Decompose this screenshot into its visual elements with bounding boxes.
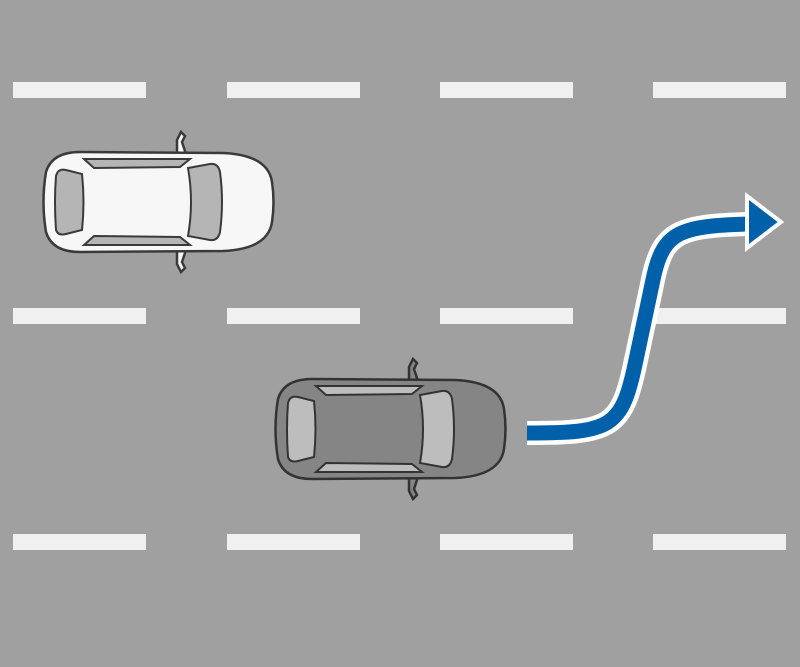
lane-dash xyxy=(13,308,146,324)
car-window xyxy=(313,461,425,473)
moving-grey-car xyxy=(274,356,507,502)
lane-dash xyxy=(13,534,146,550)
arrow-shaft xyxy=(526,216,749,441)
parked-white-car: #car .win{} xyxy=(42,129,275,275)
lane-dash xyxy=(653,308,786,324)
car-window xyxy=(186,162,223,242)
lane-markings xyxy=(13,82,786,550)
lane-dash xyxy=(653,534,786,550)
lane-dash xyxy=(13,82,146,98)
car-window xyxy=(81,234,193,246)
lane-dash xyxy=(227,82,360,98)
arrow-head-icon xyxy=(745,191,785,253)
lane-dash xyxy=(227,534,360,550)
lane-change-arrow xyxy=(526,191,785,445)
car-window xyxy=(418,389,455,469)
car-window xyxy=(286,395,317,463)
car-window xyxy=(81,158,193,170)
lane-dash xyxy=(440,534,573,550)
lane-dash xyxy=(227,308,360,324)
lane-dash xyxy=(440,82,573,98)
car-window xyxy=(313,385,425,397)
lane-dash xyxy=(653,82,786,98)
car-window xyxy=(54,168,85,236)
lane-dash xyxy=(440,308,573,324)
